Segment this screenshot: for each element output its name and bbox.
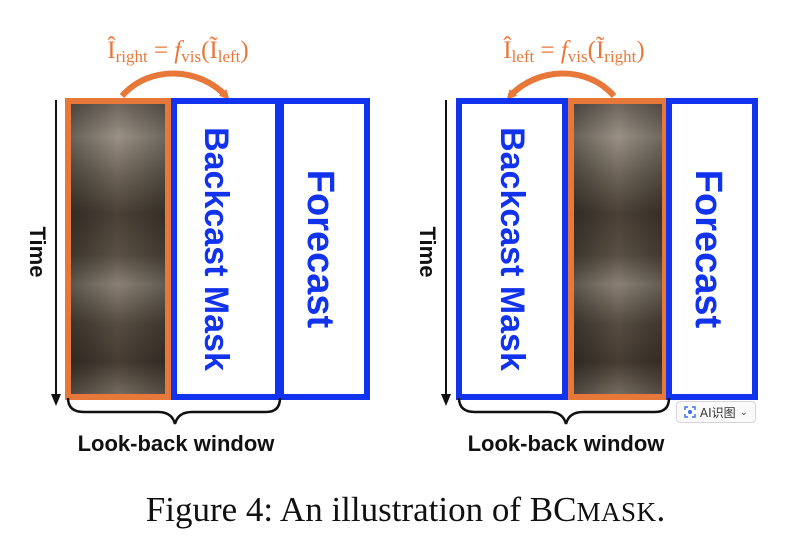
visible-patch-border [65, 98, 171, 400]
time-axis-arrowhead [441, 394, 451, 406]
formula-lhs-sub: right [116, 47, 148, 66]
ai-badge-label: AI识图 [699, 405, 736, 420]
time-label: Time [25, 227, 50, 278]
time-axis-arrowhead [51, 394, 61, 406]
formula-fn-sub: vis [181, 47, 201, 66]
formula-arg: Ĩ [209, 36, 218, 64]
caption-smallcaps: MASK [576, 497, 657, 527]
chevron-down-icon: ⌄ [739, 406, 749, 418]
formula-fn: f [174, 37, 184, 64]
forecast-box [666, 98, 758, 400]
formula-fn: f [561, 37, 571, 64]
formula-arg: Ĩ [596, 36, 605, 64]
forecast-box [278, 98, 370, 400]
ai-scan-icon [684, 406, 696, 418]
look-back-window-label: Look-back window [78, 431, 276, 456]
formula-close: ) [636, 37, 644, 64]
formula-left: Îright = fvis(Ĩleft) [107, 36, 248, 66]
formula-right: Îleft = fvis(Ĩright) [503, 36, 644, 66]
formula-lhs: Î [503, 36, 512, 64]
panel-right: Îleft = fvis(Ĩright) Time Backcast Mask … [415, 36, 758, 456]
arrow-left-to-right [119, 70, 230, 100]
forecast-label: Forecast [687, 170, 729, 329]
look-back-brace [457, 397, 671, 425]
formula-arg-sub: left [218, 47, 241, 66]
formula-eq: = [534, 37, 561, 64]
arrow-right-to-left [506, 70, 617, 100]
formula-eq: = [148, 37, 175, 64]
formula-open: ( [588, 37, 596, 64]
panel-left: Îright = fvis(Ĩleft) Time Backcast Mask … [25, 36, 370, 456]
backcast-mask-box [456, 98, 568, 400]
look-back-window-label: Look-back window [468, 431, 666, 456]
formula-fn-sub: vis [568, 47, 588, 66]
figure-caption: Figure 4: An illustration of BCMASK. [0, 490, 811, 530]
formula-lhs-sub: left [512, 47, 535, 66]
formula-arg-sub: right [604, 47, 636, 66]
caption-prefix: Figure 4: An illustration of BC [145, 490, 577, 529]
visible-patch-border [568, 98, 668, 400]
caption-suffix: . [656, 490, 666, 529]
forecast-label: Forecast [299, 170, 341, 329]
look-back-brace [66, 397, 282, 425]
formula-close: ) [240, 37, 248, 64]
backcast-mask-label: Backcast Mask [493, 127, 531, 371]
ai-recognize-button[interactable]: AI识图 ⌄ [676, 401, 756, 423]
backcast-mask-label: Backcast Mask [197, 127, 235, 371]
formula-lhs: Î [107, 36, 116, 64]
time-label: Time [415, 227, 440, 278]
formula-open: ( [201, 37, 209, 64]
